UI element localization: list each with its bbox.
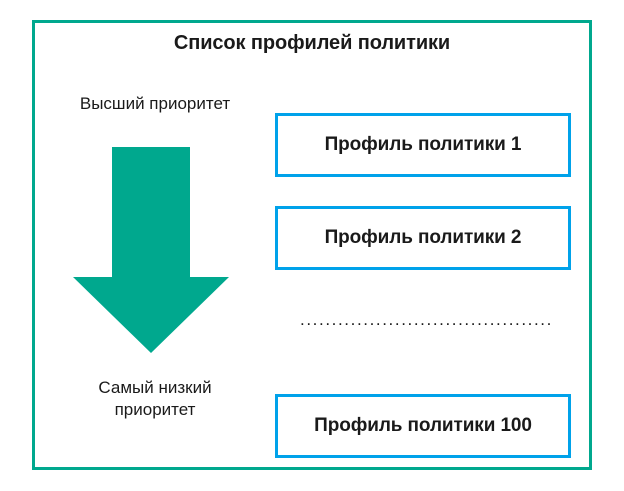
lowest-priority-label: Самый низкий приоритет	[35, 377, 275, 422]
profile-list: Профиль политики 1 Профиль политики 2 ..…	[275, 113, 579, 458]
policy-profile-list-diagram: Список профилей политики Высший приорите…	[32, 20, 592, 470]
highest-priority-label: Высший приоритет	[79, 94, 231, 113]
lowest-priority-label-line2: приоритет	[114, 400, 196, 420]
profile-box-label: Профиль политики 2	[324, 227, 522, 248]
page-title: Список профилей политики	[173, 32, 451, 54]
profile-box-label: Профиль политики 100	[314, 415, 532, 436]
priority-down-arrow-icon	[73, 147, 229, 353]
priority-column: Высший приоритет Самый низкий приоритет	[35, 93, 275, 453]
down-arrow-icon	[73, 147, 229, 353]
lowest-priority-label-line1: Самый низкий	[98, 378, 212, 397]
profile-box-2[interactable]: Профиль политики 2	[275, 206, 571, 270]
profile-box-label: Профиль политики 1	[324, 134, 522, 155]
profile-list-ellipsis: ........................................	[300, 311, 553, 328]
profile-box-1[interactable]: Профиль политики 1	[275, 113, 571, 177]
profile-box-100[interactable]: Профиль политики 100	[275, 394, 571, 458]
